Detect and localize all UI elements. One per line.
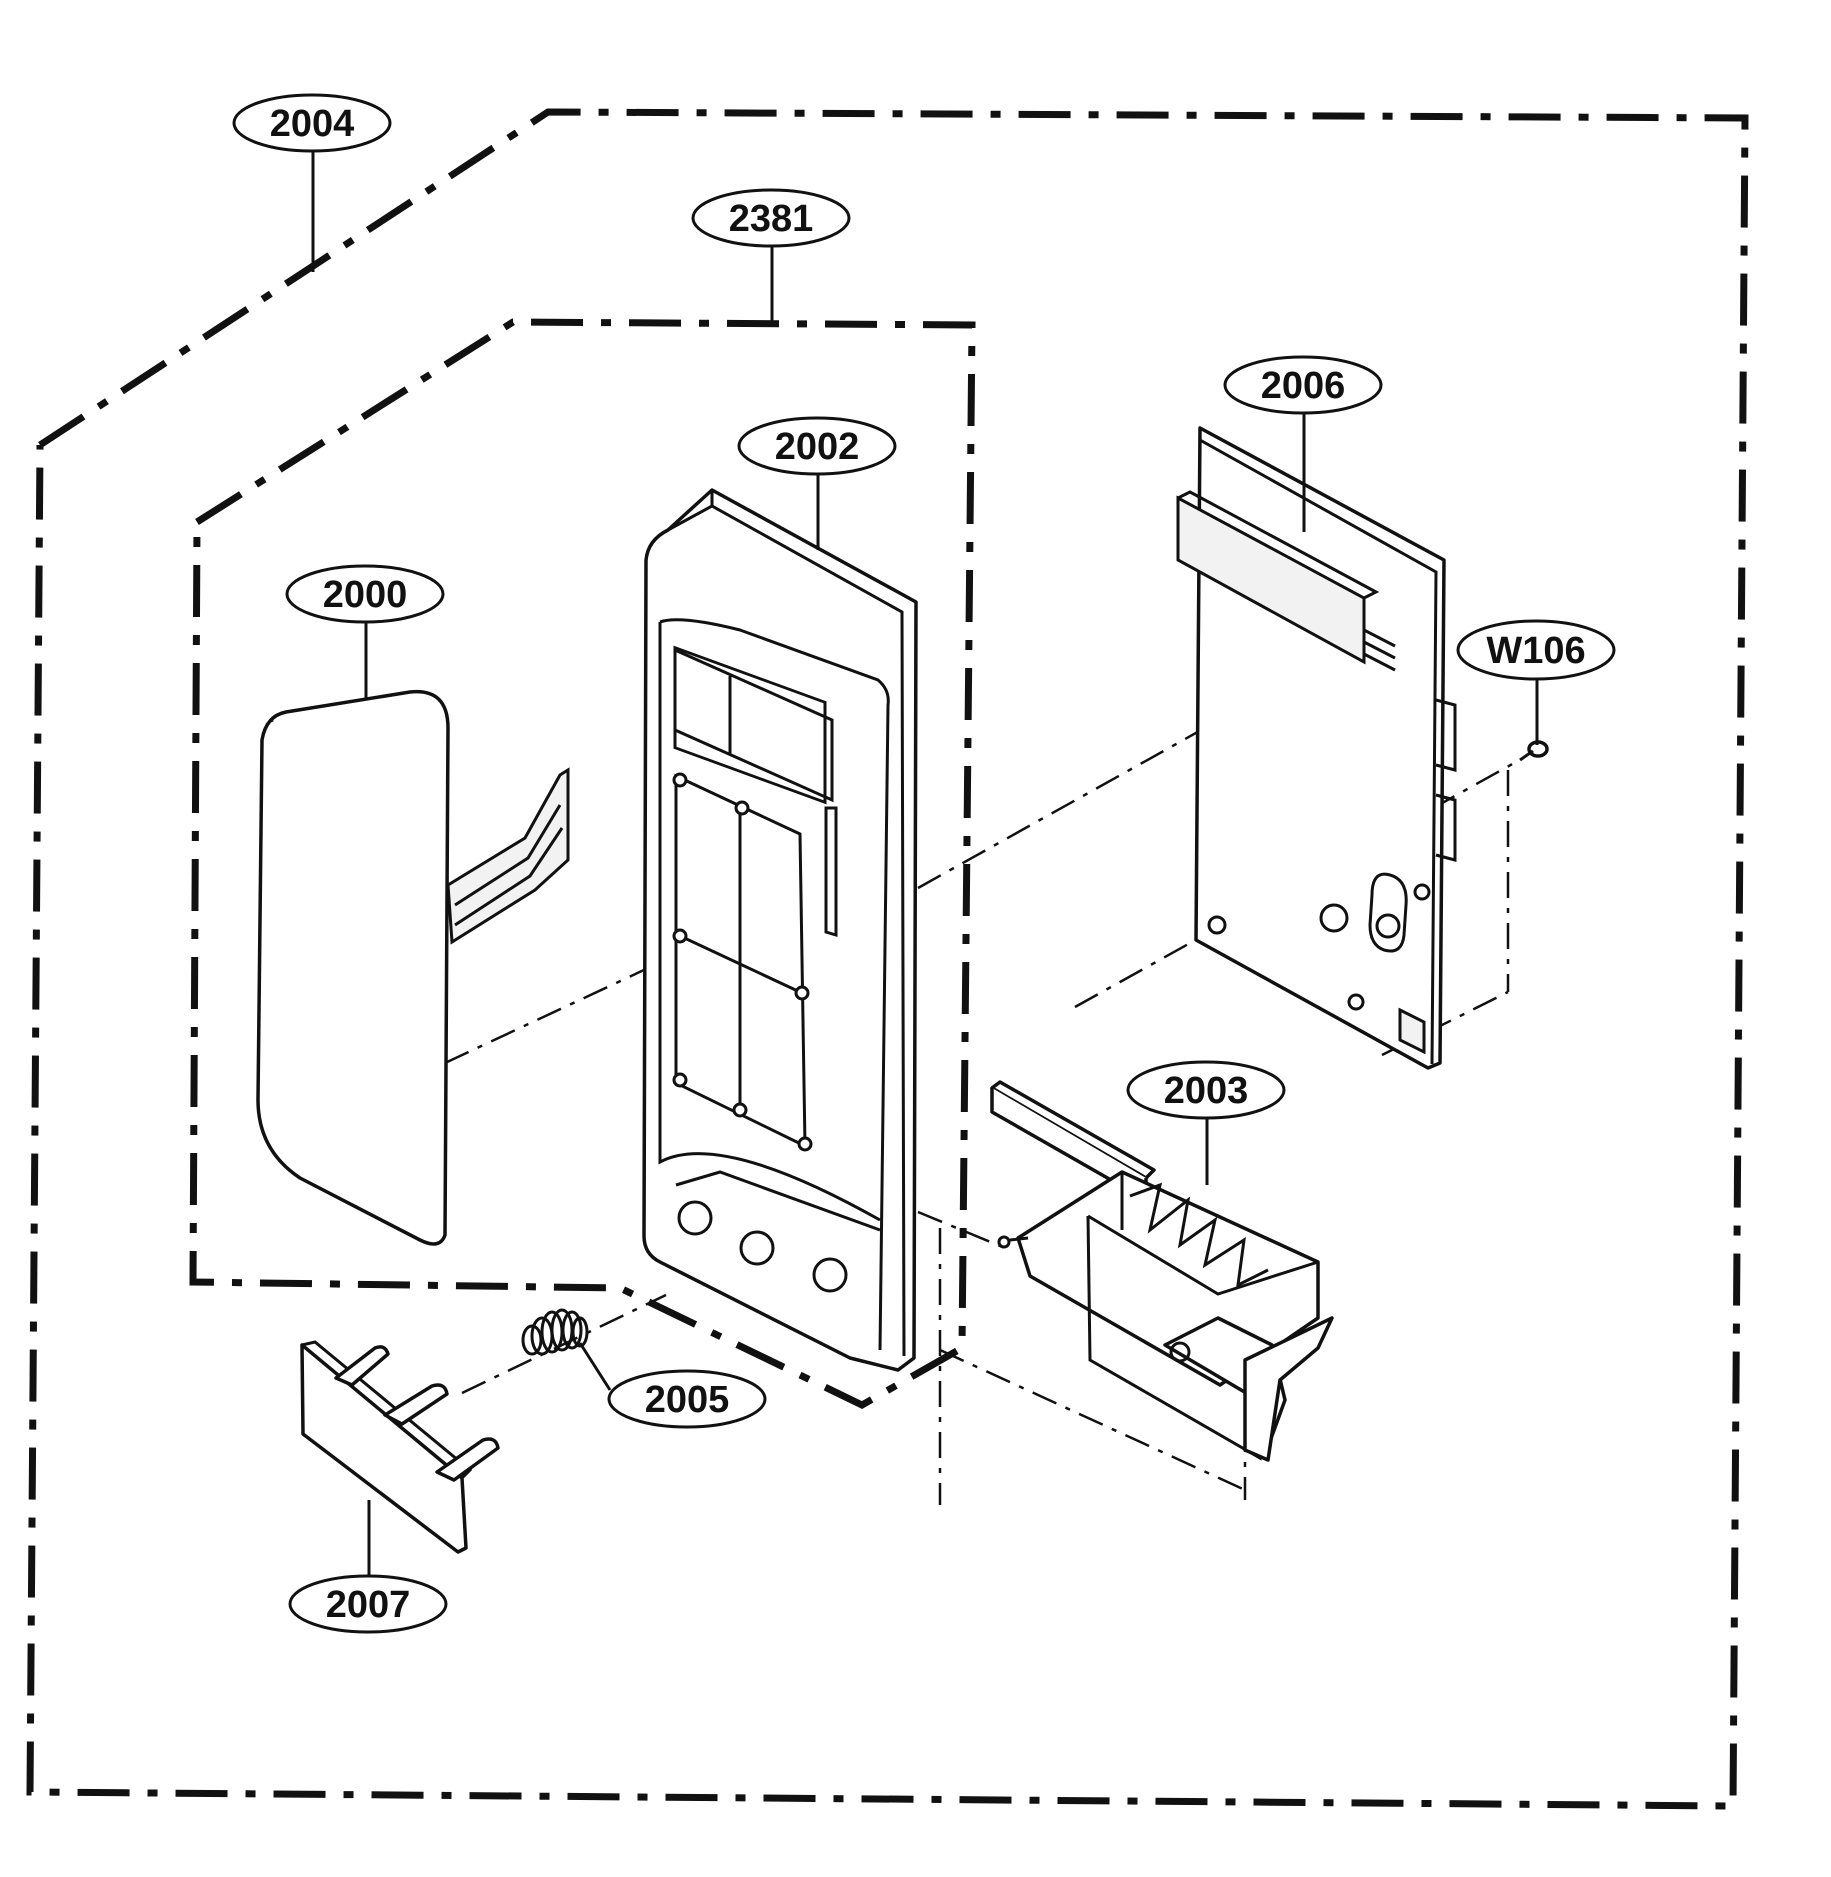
callout-W106: W106	[1456, 619, 1616, 681]
callout-2381: 2381	[691, 188, 851, 248]
part-2007-door-button	[300, 1340, 500, 1554]
part-2003-latch-holder	[990, 1080, 1334, 1462]
part-w106-screw	[1519, 740, 1549, 762]
callout-2005-label: 2005	[645, 1379, 730, 1421]
callout-W106-label: W106	[1486, 630, 1585, 672]
callout-2005: 2005	[607, 1369, 767, 1429]
callout-2003: 2003	[1126, 1060, 1286, 1120]
part-2002-control-panel	[642, 488, 918, 1372]
callout-2000-label: 2000	[323, 574, 408, 616]
callout-2007: 2007	[288, 1574, 448, 1634]
callout-2006: 2006	[1223, 355, 1383, 415]
part-2005-spring	[521, 1308, 589, 1356]
callout-2004: 2004	[232, 93, 392, 153]
callout-2002-label: 2002	[775, 426, 860, 468]
callout-2002: 2002	[737, 416, 897, 476]
callout-2000: 2000	[285, 564, 445, 624]
part-2006-pcb	[1176, 426, 1457, 1070]
callout-2007-label: 2007	[326, 1584, 411, 1626]
assembly-2381-boundary	[189, 318, 976, 1409]
part-2000-membrane-keypad	[256, 689, 570, 1246]
assembly-2004-boundary	[26, 108, 1749, 1810]
callout-2003-label: 2003	[1164, 1070, 1249, 1112]
callout-2381-label: 2381	[729, 198, 814, 240]
leader-lines	[311, 150, 1539, 1575]
callout-2006-label: 2006	[1261, 365, 1346, 407]
callout-2004-label: 2004	[270, 103, 355, 145]
